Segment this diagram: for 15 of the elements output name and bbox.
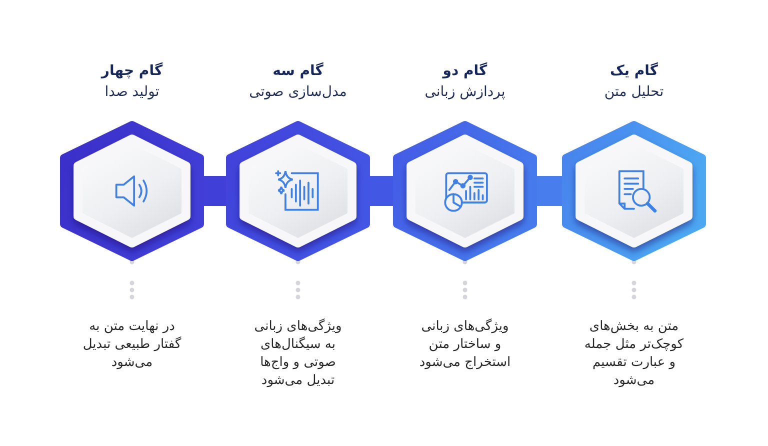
connector-band bbox=[204, 176, 226, 206]
step-description: متن به بخش‌های کوچک‌تر مثل جمله و عبارت تقسیم می‌شود bbox=[580, 318, 688, 390]
step-title: تحلیل متن bbox=[604, 83, 664, 102]
step-title: مدل‌سازی صوتی bbox=[249, 83, 347, 102]
step-description: ویژگی‌های زبانی به سیگنال‌های صوتی و واج‌ها تبدیل می‌شود bbox=[250, 318, 346, 390]
step-title: تولید صدا bbox=[104, 83, 160, 102]
step-heading: گام دو bbox=[442, 61, 488, 81]
step-heading: گام یک bbox=[610, 61, 658, 81]
connector-band bbox=[370, 176, 393, 206]
step-description: ویژگی‌های زبانی و ساختار متن استخراج می‌شود bbox=[417, 318, 513, 372]
step-heading: گام سه bbox=[272, 61, 324, 81]
step-heading: گام چهار bbox=[101, 61, 163, 81]
step-title: پردازش زبانی bbox=[424, 83, 506, 102]
connector-band bbox=[537, 176, 562, 206]
step-description: در نهایت متن به گفتار طبیعی تبدیل می‌شود bbox=[79, 318, 185, 372]
